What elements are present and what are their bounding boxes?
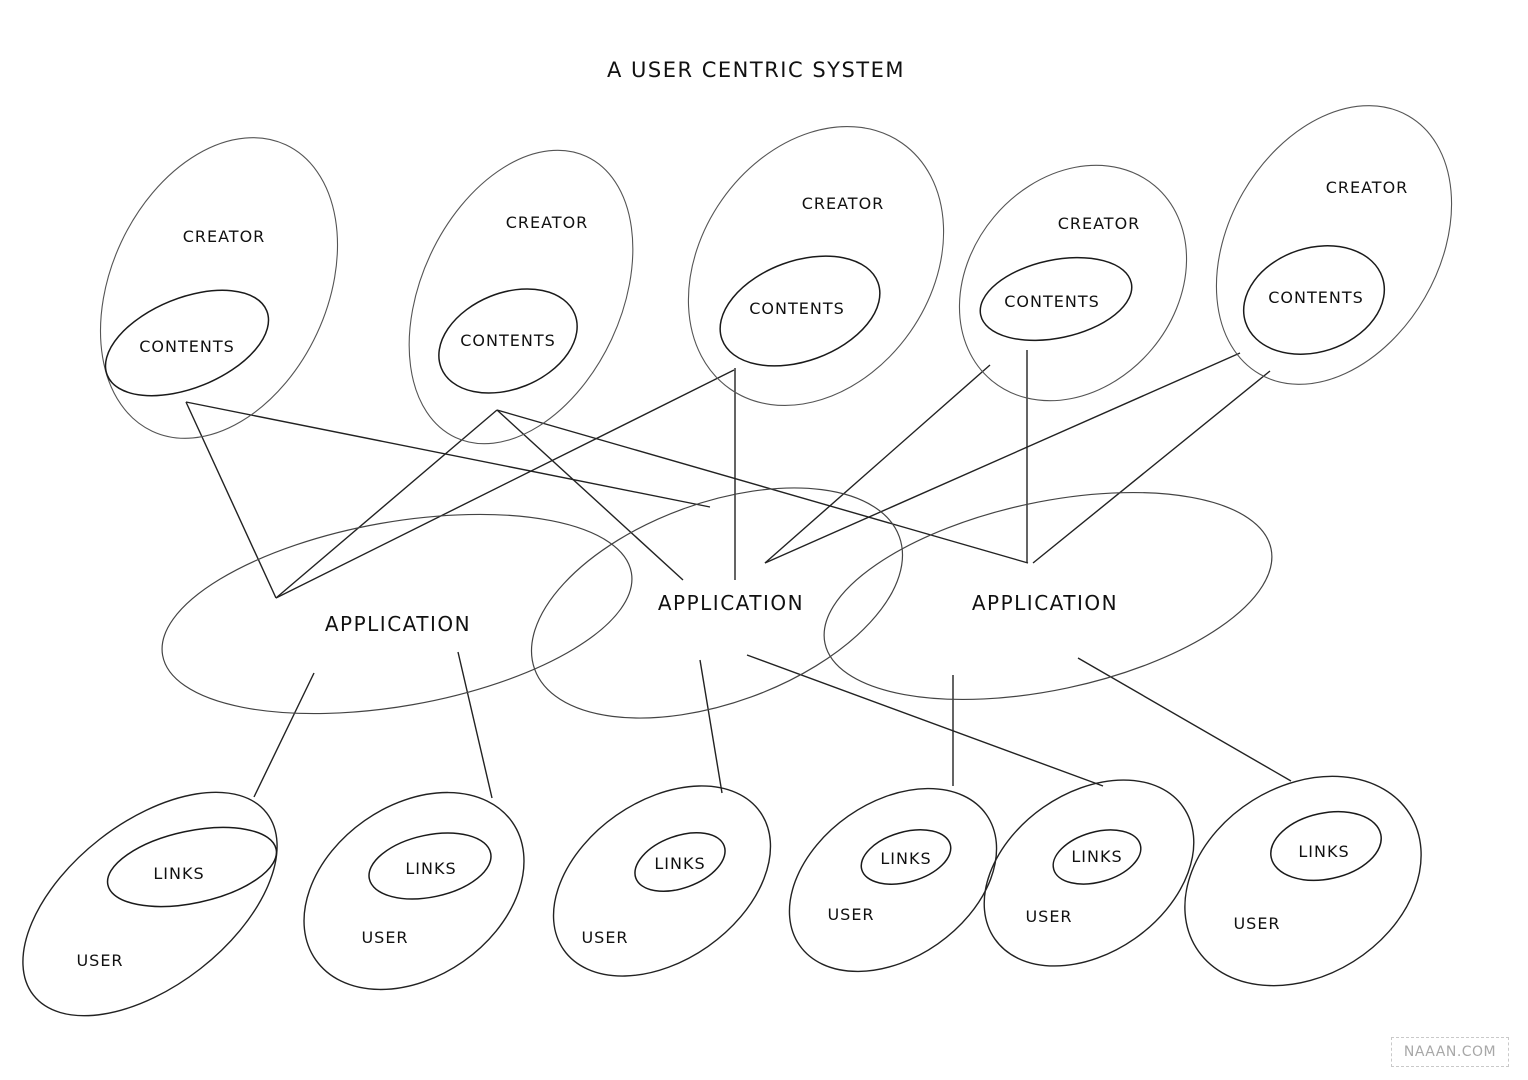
links-label: LINKS: [1071, 847, 1122, 866]
user-node[interactable]: USER LINKS: [1146, 734, 1460, 1029]
user-label: USER: [361, 928, 408, 947]
links-ellipse: [368, 832, 492, 900]
connector-line: [746, 654, 1104, 787]
contents-label: CONTENTS: [460, 331, 556, 350]
connector-line: [496, 409, 1029, 564]
user-node[interactable]: USER LINKS: [0, 748, 317, 1059]
connector-line: [185, 401, 711, 508]
links-label: LINKS: [1298, 842, 1349, 861]
user-outer-ellipse: [983, 779, 1195, 967]
diagram-title: A USER CENTRIC SYSTEM: [606, 58, 906, 82]
connector-line: [764, 352, 1241, 564]
creator-outer-ellipse: [99, 137, 339, 439]
links-ellipse: [1270, 810, 1382, 882]
contents-label: CONTENTS: [1004, 292, 1100, 311]
application-nodes: APPLICATION APPLICATION APPLICATION: [147, 443, 1290, 764]
creator-label: CREATOR: [183, 227, 266, 246]
connector-line: [699, 659, 723, 794]
connector-line: [275, 409, 498, 599]
contents-label: CONTENTS: [139, 337, 235, 356]
user-outer-ellipse: [22, 791, 278, 1017]
user-outer-ellipse: [552, 785, 772, 977]
creator-label: CREATOR: [802, 194, 885, 213]
connector-line: [1077, 657, 1292, 782]
user-node[interactable]: USER LINKS: [755, 751, 1031, 1010]
creator-node[interactable]: CREATOR CONTENTS: [912, 120, 1233, 447]
contents-ellipse: [979, 256, 1133, 342]
connector-line: [496, 409, 684, 581]
application-ellipse: [823, 491, 1273, 701]
contents-ellipse: [104, 289, 270, 397]
user-outer-ellipse: [1184, 775, 1422, 987]
creator-outer-ellipse: [1215, 105, 1453, 385]
links-ellipse: [106, 826, 278, 908]
creator-outer-ellipse: [687, 125, 945, 407]
application-ellipse: [530, 487, 904, 719]
creator-outer-ellipse: [958, 164, 1188, 402]
creator-outer-ellipse: [408, 149, 634, 445]
user-label: USER: [827, 905, 874, 924]
user-node[interactable]: USER LINKS: [949, 742, 1229, 1005]
application-ellipse: [161, 513, 633, 715]
creator-node[interactable]: CREATOR CONTENTS: [1169, 63, 1500, 426]
application-node[interactable]: APPLICATION: [147, 482, 648, 746]
creator-nodes: CREATOR CONTENTS CREATOR CONTENTS CREATOR CON…: [54, 63, 1500, 479]
watermark: NAAAN.COM: [1391, 1037, 1509, 1067]
user-node[interactable]: USER LINKS: [266, 752, 561, 1031]
creator-label: CREATOR: [506, 213, 589, 232]
connector-line: [185, 401, 277, 599]
application-node[interactable]: APPLICATION: [500, 443, 933, 764]
application-label: APPLICATION: [972, 591, 1118, 615]
connector-line: [457, 651, 493, 799]
connector-line: [764, 364, 991, 564]
connectors: [185, 350, 1292, 799]
creator-label: CREATOR: [1058, 214, 1141, 233]
application-label: APPLICATION: [325, 612, 471, 636]
user-label: USER: [581, 928, 628, 947]
creator-node[interactable]: CREATOR CONTENTS: [636, 77, 996, 455]
links-ellipse: [1052, 829, 1142, 885]
links-ellipse: [634, 832, 726, 892]
connector-line: [253, 672, 315, 798]
user-label: USER: [1233, 914, 1280, 933]
links-label: LINKS: [654, 854, 705, 873]
creator-label: CREATOR: [1326, 178, 1409, 197]
connector-line: [275, 369, 735, 599]
user-outer-ellipse: [303, 791, 525, 991]
contents-ellipse: [719, 255, 881, 367]
contents-ellipse: [438, 288, 578, 394]
creator-node[interactable]: CREATOR CONTENTS: [54, 99, 383, 477]
contents-label: CONTENTS: [1268, 288, 1364, 307]
user-node[interactable]: USER LINKS: [518, 747, 806, 1016]
connector-line: [1032, 370, 1271, 564]
links-label: LINKS: [153, 864, 204, 883]
links-label: LINKS: [405, 859, 456, 878]
links-ellipse: [860, 829, 952, 885]
links-label: LINKS: [880, 849, 931, 868]
user-nodes: USERLINKSUSERLINKSUSERLINKSUSERLINKSUSER…: [0, 734, 1460, 1059]
user-label: USER: [1025, 907, 1072, 926]
user-label: USER: [76, 951, 123, 970]
contents-label: CONTENTS: [749, 299, 845, 318]
creator-node[interactable]: CREATOR CONTENTS: [365, 114, 677, 479]
application-label: APPLICATION: [658, 591, 804, 615]
user-outer-ellipse: [788, 787, 998, 973]
application-node[interactable]: APPLICATION: [805, 457, 1290, 736]
contents-ellipse: [1242, 245, 1386, 355]
